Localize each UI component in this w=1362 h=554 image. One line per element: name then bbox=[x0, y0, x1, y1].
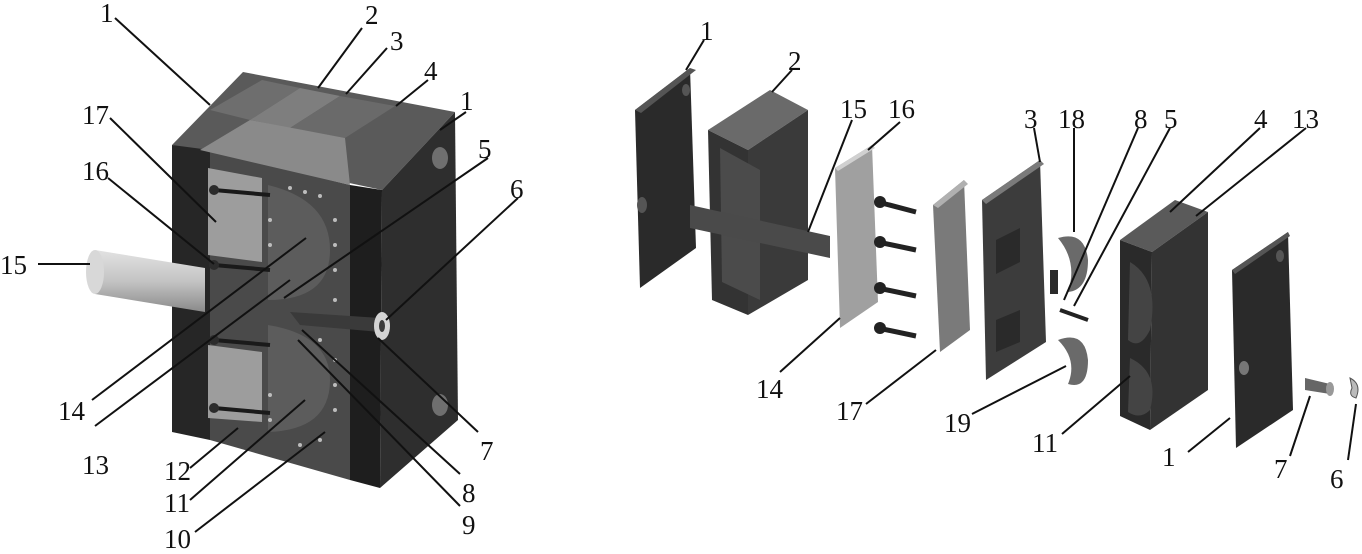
label-e4: 4 bbox=[1254, 104, 1268, 134]
label-4: 4 bbox=[424, 56, 438, 86]
exploded-mold bbox=[635, 68, 1359, 448]
label-16: 16 bbox=[82, 156, 109, 186]
label-5: 5 bbox=[478, 134, 492, 164]
exploded-labels: 1 2 15 16 3 18 8 5 4 13 14 17 19 11 1 7 … bbox=[700, 16, 1344, 494]
label-9: 9 bbox=[462, 510, 476, 540]
label-6: 6 bbox=[510, 174, 524, 204]
label-e7: 7 bbox=[1274, 454, 1288, 484]
label-e18: 18 bbox=[1058, 104, 1085, 134]
label-e5: 5 bbox=[1164, 104, 1178, 134]
assembled-mold bbox=[86, 72, 458, 488]
label-7: 7 bbox=[480, 436, 494, 466]
part-2-frame bbox=[708, 90, 808, 315]
label-e17: 17 bbox=[836, 396, 863, 426]
label-8: 8 bbox=[462, 478, 476, 508]
label-13: 13 bbox=[82, 450, 109, 480]
label-e1a: 1 bbox=[700, 16, 714, 46]
label-e8: 8 bbox=[1134, 104, 1148, 134]
label-e2: 2 bbox=[788, 46, 802, 76]
label-17: 17 bbox=[82, 100, 109, 130]
label-11: 11 bbox=[164, 488, 190, 518]
part-4-block bbox=[1120, 200, 1208, 430]
label-e14: 14 bbox=[756, 374, 784, 404]
label-3: 3 bbox=[390, 26, 404, 56]
label-12: 12 bbox=[164, 456, 191, 486]
exploded-leaders bbox=[685, 39, 1357, 461]
label-15: 15 bbox=[0, 250, 27, 280]
label-e13: 13 bbox=[1292, 104, 1319, 134]
label-e19: 19 bbox=[944, 408, 971, 438]
label-1a: 1 bbox=[100, 0, 114, 28]
label-e11: 11 bbox=[1032, 428, 1058, 458]
label-e1b: 1 bbox=[1162, 442, 1176, 472]
assembled-leaders bbox=[38, 17, 519, 533]
label-e3: 3 bbox=[1024, 104, 1038, 134]
label-10: 10 bbox=[164, 524, 191, 554]
label-e15: 15 bbox=[840, 94, 867, 124]
screws bbox=[877, 199, 917, 339]
assembled-labels: 1 2 3 4 1 17 16 15 5 6 14 13 12 11 10 7 … bbox=[0, 0, 524, 554]
label-e6: 6 bbox=[1330, 464, 1344, 494]
part-1-left bbox=[635, 68, 696, 288]
part-3-plate bbox=[982, 160, 1046, 380]
part-1-right bbox=[1232, 232, 1293, 448]
label-2: 2 bbox=[365, 0, 379, 30]
label-1b: 1 bbox=[460, 86, 474, 116]
label-14: 14 bbox=[58, 396, 86, 426]
label-e16: 16 bbox=[888, 94, 915, 124]
